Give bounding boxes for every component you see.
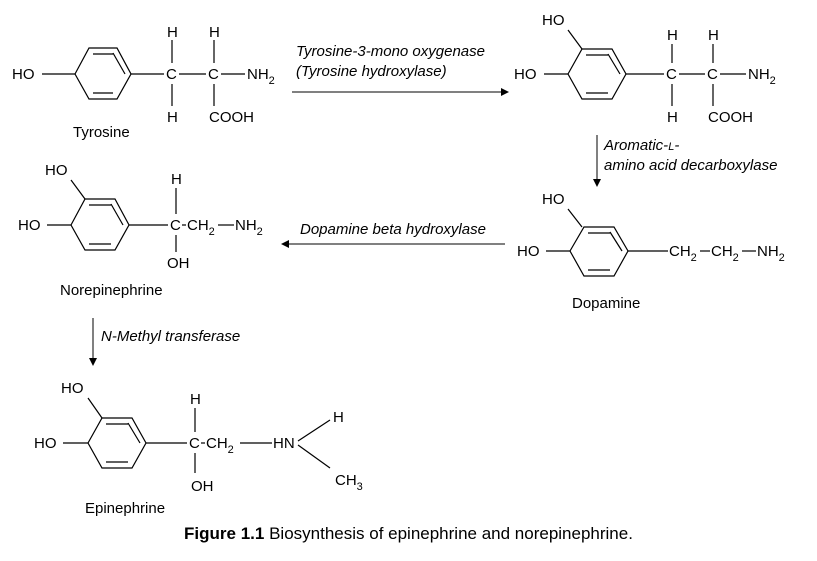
decarboxylase-label-2: amino acid decarboxylase [604,157,777,174]
tyrosine-name: Tyrosine [73,124,130,141]
dopa-ho-top: HO [542,12,565,29]
figure-label: Figure 1.1 [184,524,265,543]
tyrosine-structure: HO C H H C H COOH NH2 Tyrosine [12,24,275,141]
tyrosine-hydroxylase-label-1: Tyrosine-3-mono oxygenase [296,43,485,60]
norepinephrine-name: Norepinephrine [60,282,163,299]
dopa-h-top-2: H [708,27,719,44]
dopa-h-top-1: H [667,27,678,44]
tyrosine-cooh: COOH [209,109,254,126]
norepinephrine-oh: OH [167,255,190,272]
dopamine-benzene-ring [569,226,629,277]
figure-caption-text: Biosynthesis of epinephrine and norepine… [269,524,633,543]
dopamine-structure: HO HO CH2 CH2 NH2 Dopamine [517,191,785,312]
dopamine-ho-left: HO [517,243,540,260]
epinephrine-ho-left: HO [34,435,57,452]
dopa-structure: HO HO C H H C H COOH NH2 [514,12,776,126]
epinephrine-ch: CH2 [206,435,234,456]
epinephrine-h-top: H [190,391,201,408]
epinephrine-h-branch: H [333,409,344,426]
epinephrine-ho-top: HO [61,380,84,397]
dopa-cooh: COOH [708,109,753,126]
dopamine-beta-hydroxylase-step: Dopamine beta hydroxylase [281,221,505,248]
tyrosine-h-bottom-1: H [167,109,178,126]
epinephrine-c: C [189,435,200,452]
epinephrine-structure: HO HO C H OH CH2 HN H CH3 Epinephrine [34,380,363,517]
norepinephrine-h-top: H [171,171,182,188]
epinephrine-name: Epinephrine [85,500,165,517]
tyrosine-ho-label: HO [12,66,35,83]
epinephrine-ch3: CH3 [335,472,363,493]
epinephrine-oh: OH [191,478,214,495]
norepinephrine-nh: NH2 [235,217,263,238]
norepinephrine-structure: HO HO C H OH CH2 NH2 Norepinephrine [18,162,263,299]
dopa-h-bottom-1: H [667,109,678,126]
dopa-c2: C [707,66,718,83]
tyrosine-h-top-1: H [167,24,178,41]
tyrosine-hydroxylase-label-2: (Tyrosine hydroxylase) [296,63,447,80]
tyrosine-hydroxylase-step: Tyrosine-3-mono oxygenase (Tyrosine hydr… [292,43,509,96]
dopa-ho-left: HO [514,66,537,83]
figure-caption: Figure 1.1 Biosynthesis of epinephrine a… [0,524,817,544]
norepinephrine-ch: CH2 [187,217,215,238]
norepinephrine-benzene-ring [70,198,130,251]
dopamine-name: Dopamine [572,295,640,312]
dopamine-ch-2: CH2 [711,243,739,264]
tyrosine-c2: C [208,66,219,83]
dopamine-nh: NH2 [757,243,785,264]
n-methyl-transferase-step: N-Methyl transferase [89,318,240,366]
dopamine-beta-hydroxylase-label: Dopamine beta hydroxylase [300,221,486,238]
decarboxylase-step: Aromatic-L- amino acid decarboxylase [593,135,777,187]
norepinephrine-c: C [170,217,181,234]
epinephrine-benzene-ring [87,417,147,469]
dopamine-ho-top: HO [542,191,565,208]
tyrosine-c1: C [166,66,177,83]
tyrosine-benzene-ring [74,47,132,100]
epinephrine-hn: HN [273,435,295,452]
dopa-benzene-ring [567,48,627,100]
dopamine-ch-1: CH2 [669,243,697,264]
dopa-c1: C [666,66,677,83]
n-methyl-transferase-label: N-Methyl transferase [101,328,240,345]
norepinephrine-ho-top: HO [45,162,68,179]
tyrosine-nh: NH2 [247,66,275,87]
norepinephrine-ho-left: HO [18,217,41,234]
decarboxylase-label-1: Aromatic-L- [603,137,679,154]
tyrosine-h-top-2: H [209,24,220,41]
dopa-nh: NH2 [748,66,776,87]
